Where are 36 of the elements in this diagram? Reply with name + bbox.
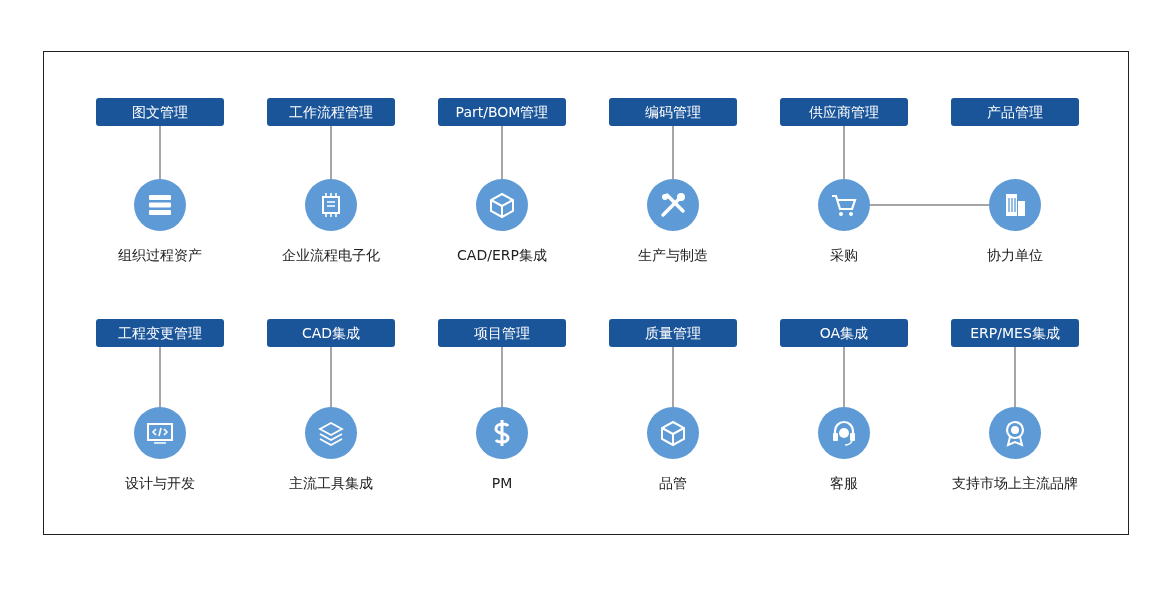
- caption-text: 企业流程电子化: [281, 247, 381, 265]
- connector-line: [159, 125, 161, 180]
- connector-line: [330, 125, 332, 180]
- header-box: 编码管理: [609, 98, 737, 126]
- connector-line: [501, 125, 503, 180]
- header-box: 产品管理: [951, 98, 1079, 126]
- caption-text: 协力单位: [986, 247, 1044, 265]
- header-box: 图文管理: [96, 98, 224, 126]
- caption-text: 采购: [829, 247, 859, 265]
- header-box: 供应商管理: [780, 98, 908, 126]
- connector-line: [843, 346, 845, 408]
- caption-text: 生产与制造: [637, 247, 709, 265]
- connector-line: [672, 125, 674, 180]
- connector-line: [330, 346, 332, 408]
- header-box: 工程变更管理: [96, 319, 224, 347]
- header-box: 质量管理: [609, 319, 737, 347]
- caption-text: PM: [490, 475, 514, 491]
- connector-line: [1014, 346, 1016, 408]
- caption-text: 客服: [829, 475, 859, 493]
- header-box: CAD集成: [267, 319, 395, 347]
- connector-line: [159, 346, 161, 408]
- header-box: 项目管理: [438, 319, 566, 347]
- connector-line: [501, 346, 503, 408]
- connector-line: [869, 204, 990, 206]
- caption-text: 支持市场上主流品牌: [951, 475, 1079, 493]
- caption-text: 组织过程资产: [117, 247, 203, 265]
- header-box: ERP/MES集成: [951, 319, 1079, 347]
- header-box: OA集成: [780, 319, 908, 347]
- caption-text: 品管: [658, 475, 688, 493]
- header-box: 工作流程管理: [267, 98, 395, 126]
- connector-line: [843, 125, 845, 180]
- connector-line: [672, 346, 674, 408]
- header-box: Part/BOM管理: [438, 98, 566, 126]
- caption-text: 主流工具集成: [288, 475, 374, 493]
- caption-text: CAD/ERP集成: [456, 247, 548, 265]
- caption-text: 设计与开发: [124, 475, 196, 493]
